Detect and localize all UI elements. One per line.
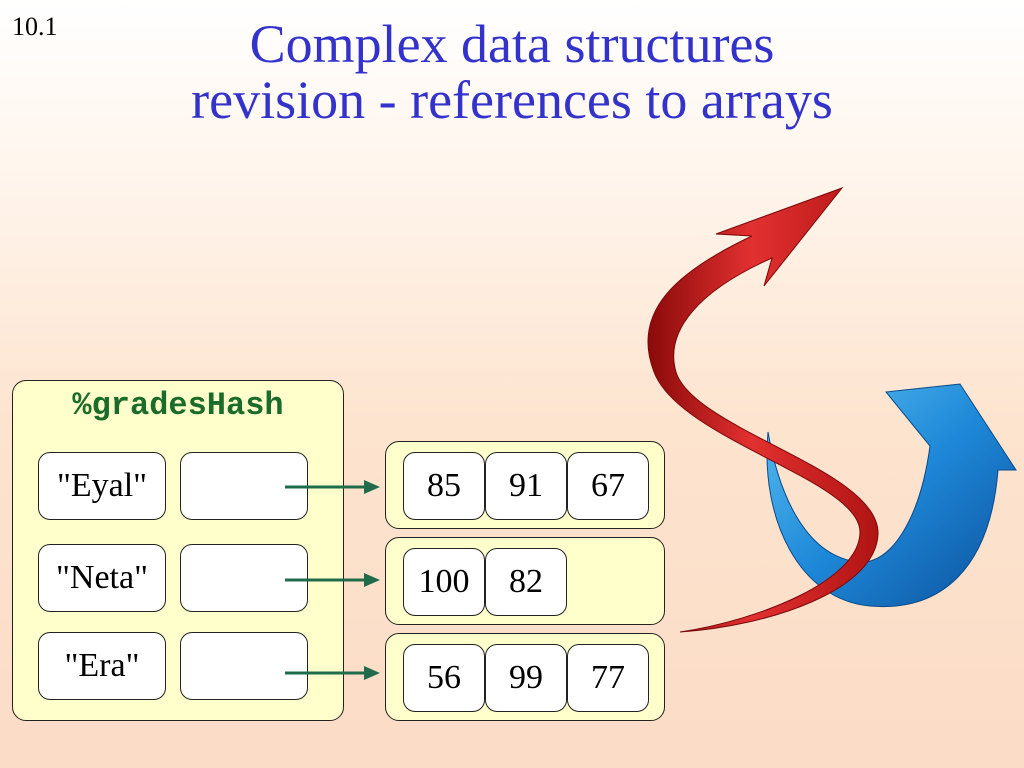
- hash-name: %gradesHash: [72, 387, 284, 424]
- hash-key-neta: "Neta": [38, 544, 166, 612]
- array-value: 91: [485, 452, 567, 520]
- title-line-2: revision - references to arrays: [191, 70, 833, 130]
- array-value: 77: [567, 644, 649, 712]
- hash-ref-cell-era: [180, 632, 308, 700]
- red-curved-arrow-icon: [647, 186, 879, 633]
- hash-key-eyal: "Eyal": [38, 452, 166, 520]
- title-line-1: Complex data structures: [249, 14, 775, 74]
- slide-number: 10.1: [12, 12, 58, 41]
- array-value: 99: [485, 644, 567, 712]
- slide-title: Complex data structures revision - refer…: [0, 16, 1024, 128]
- array-value: 100: [403, 548, 485, 616]
- array-value: 56: [403, 644, 485, 712]
- array-value: 85: [403, 452, 485, 520]
- blue-curved-arrow-icon: [766, 383, 1017, 608]
- hash-ref-cell-neta: [180, 544, 308, 612]
- hash-ref-cell-eyal: [180, 452, 308, 520]
- array-value: 67: [567, 452, 649, 520]
- hash-key-era: "Era": [38, 632, 166, 700]
- array-value: 82: [485, 548, 567, 616]
